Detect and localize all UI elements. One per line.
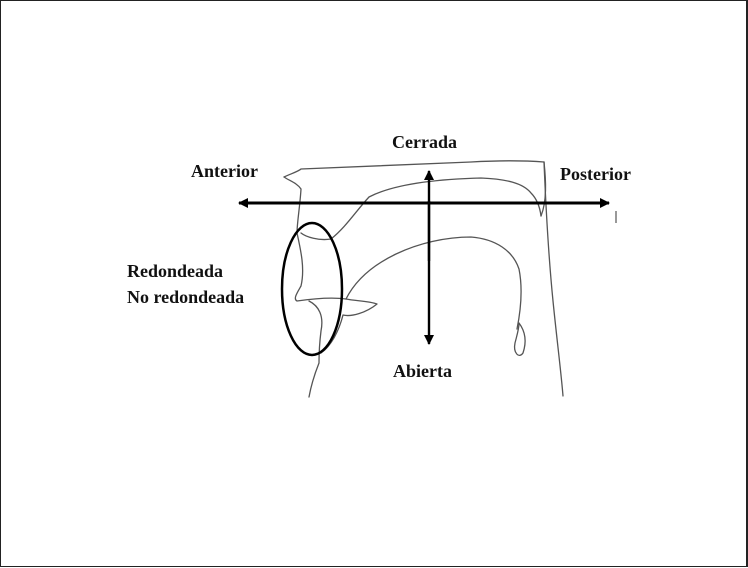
tongue-outline bbox=[346, 237, 521, 329]
chin-outline bbox=[309, 301, 322, 397]
label-open: Abierta bbox=[393, 360, 452, 382]
lips-outline bbox=[295, 233, 346, 301]
label-closed: Cerrada bbox=[392, 131, 457, 153]
label-unrounded: No redondeada bbox=[127, 286, 244, 308]
label-back: Posterior bbox=[560, 163, 631, 185]
nasal-cavity-top-line bbox=[284, 161, 544, 177]
epiglottis-outline bbox=[515, 323, 525, 355]
hard-palate-line bbox=[301, 178, 541, 240]
label-front: Anterior bbox=[191, 160, 258, 182]
nose-outline bbox=[284, 177, 301, 233]
lip-rounding-ellipse bbox=[282, 223, 342, 355]
label-rounded: Redondeada bbox=[127, 260, 223, 282]
pharynx-wall-line bbox=[544, 162, 563, 396]
